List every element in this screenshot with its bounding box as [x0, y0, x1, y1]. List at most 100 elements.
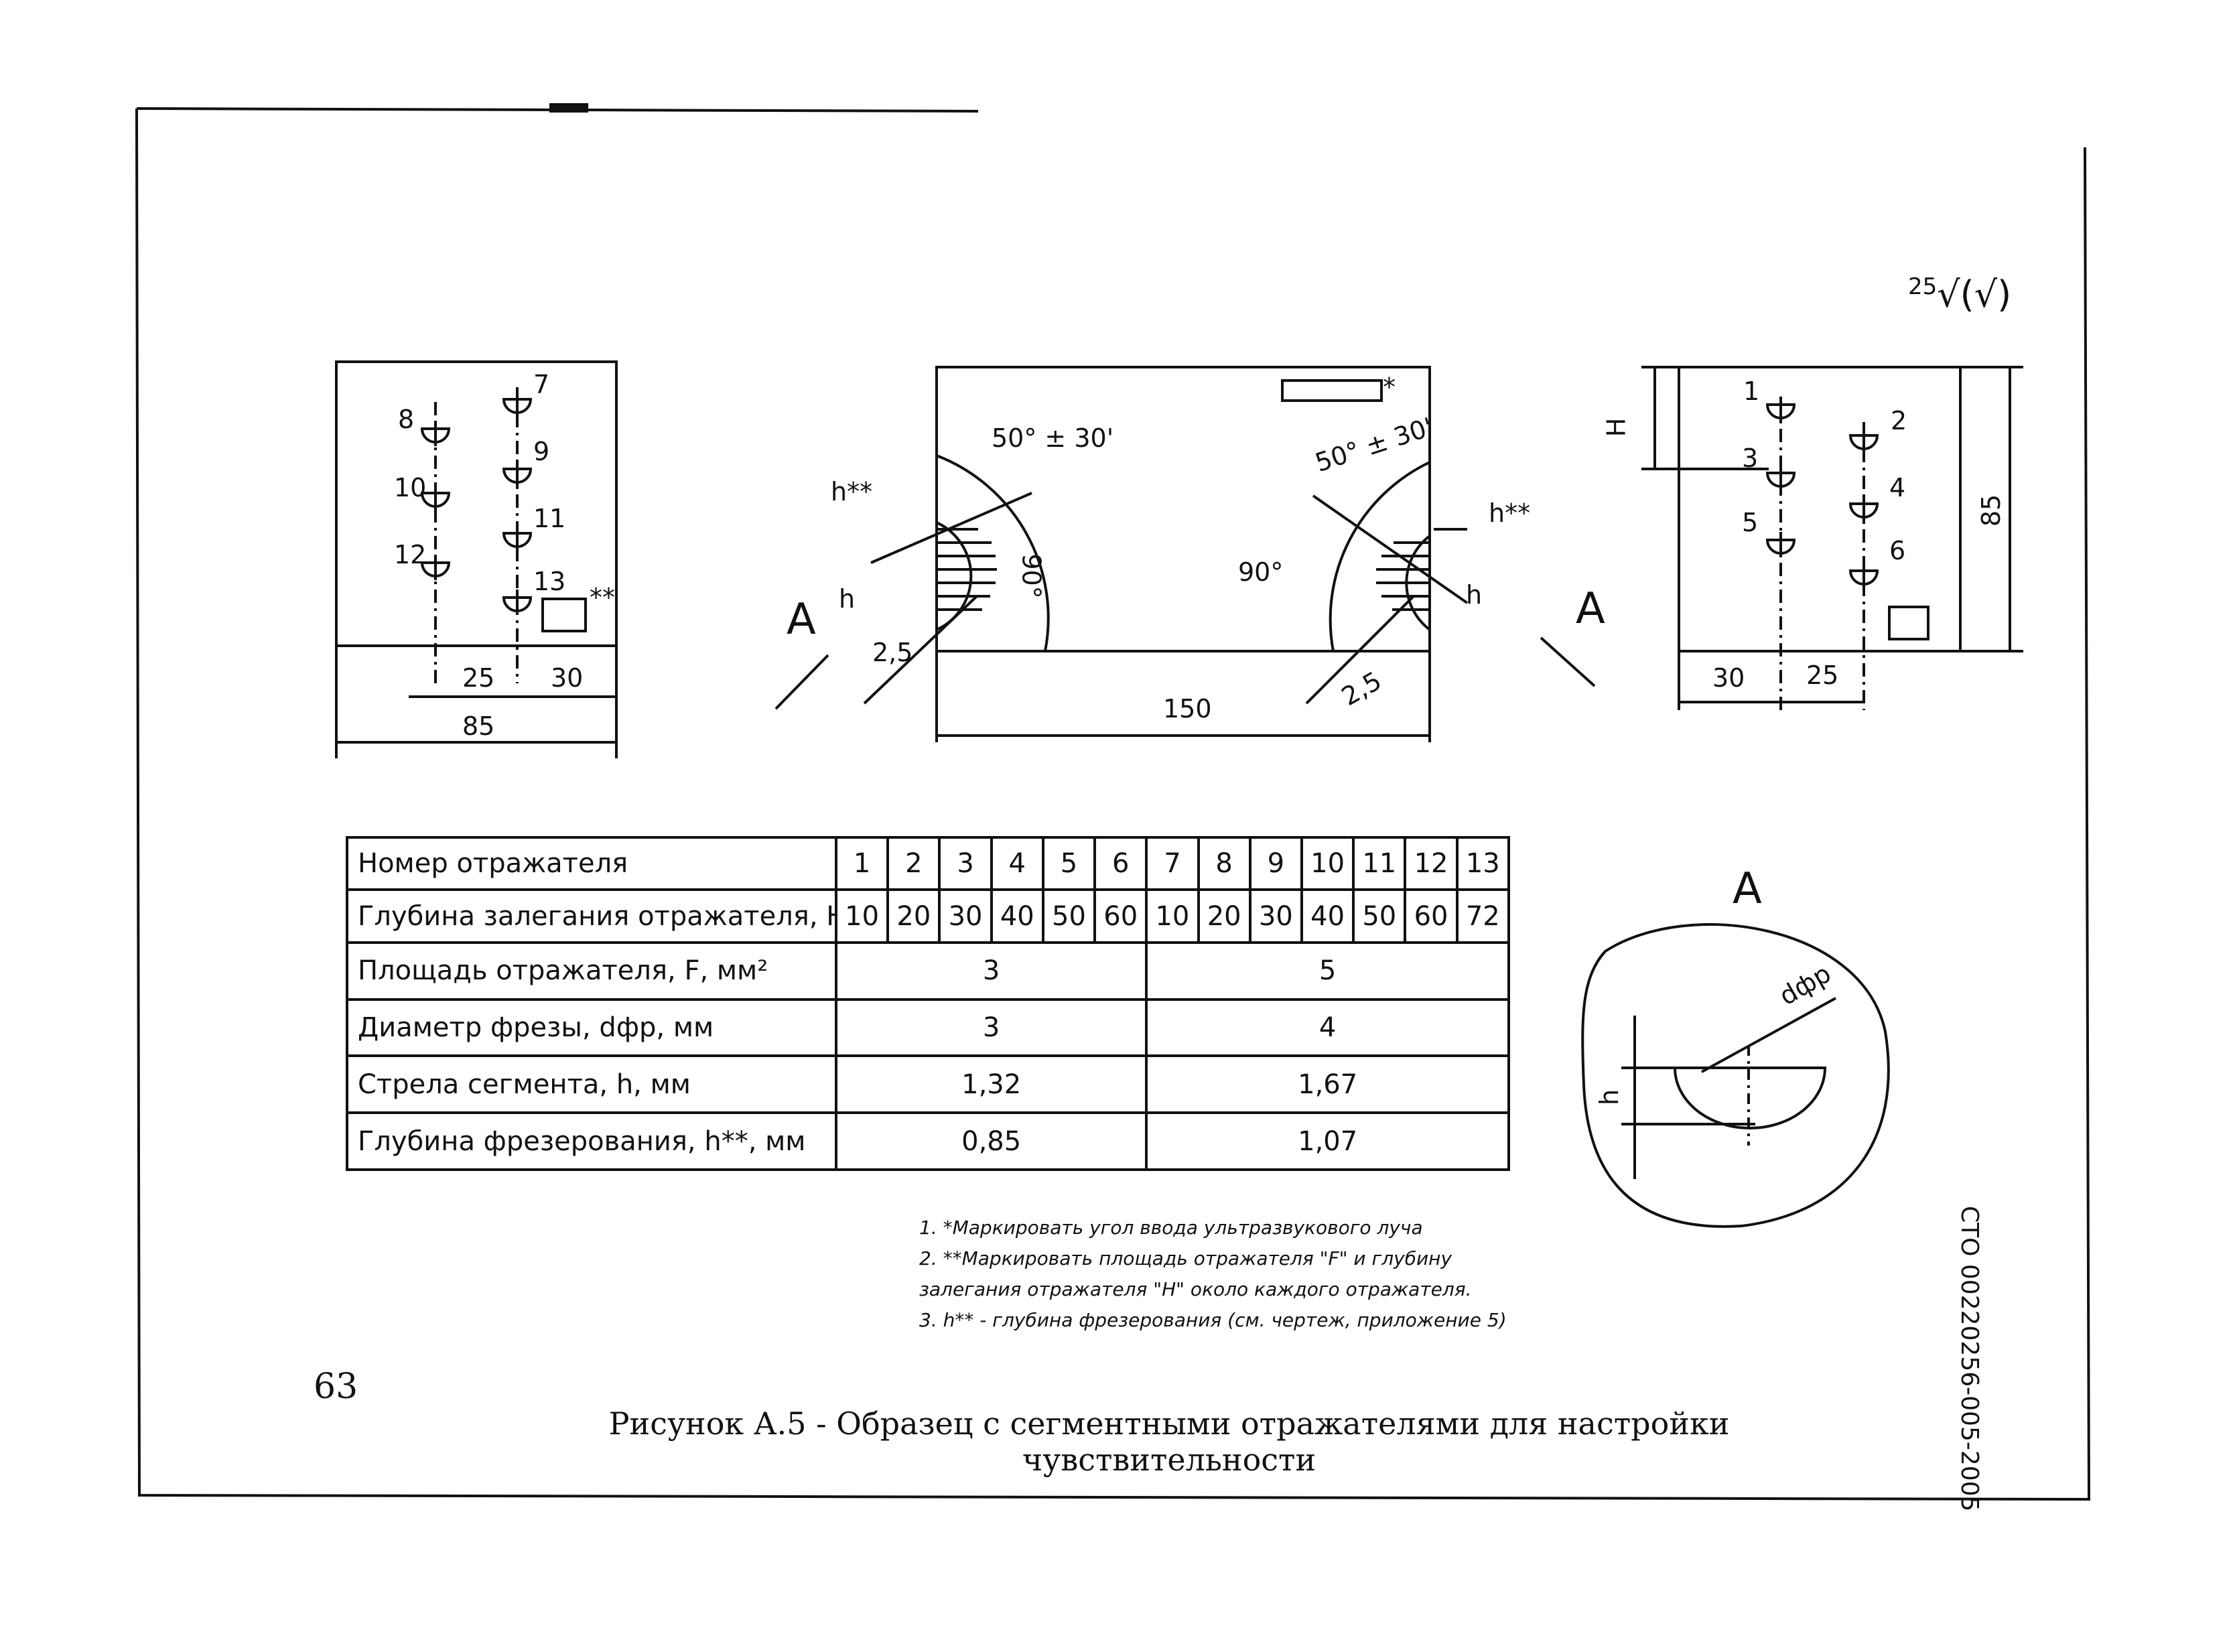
table-cell: 10	[834, 888, 890, 944]
table-cell: 1,07	[1145, 1111, 1510, 1171]
table-cell: 7	[1145, 835, 1200, 892]
table-cell: 5	[1041, 835, 1097, 892]
table-row-label: Номер отражателя	[346, 835, 837, 892]
roughness-mark: 25√(√)	[1908, 273, 2011, 316]
table-cell: 10	[1300, 835, 1355, 892]
note-line: 2. **Маркировать площадь отражателя "F" …	[919, 1247, 1452, 1269]
detail-a	[1581, 923, 1890, 1228]
table-cell: 60	[1404, 888, 1459, 944]
table-row-label: Стрела сегмента, h, мм	[346, 1054, 837, 1115]
angle-90-left: 90°	[1016, 553, 1046, 599]
table-cell: 12	[1404, 835, 1459, 892]
reflector-label-1: 1	[1743, 376, 1760, 406]
reflector-label-3: 3	[1742, 443, 1759, 473]
reflector-label-9: 9	[533, 437, 550, 466]
table-cell: 13	[1455, 835, 1511, 892]
angle-90-right: 90°	[1238, 557, 1284, 587]
reflector-label-7: 7	[533, 370, 550, 399]
detail-diameter: dфр	[1774, 958, 1836, 1012]
table-cell: 10	[1145, 888, 1200, 944]
dim-30: 30	[551, 663, 584, 693]
view-letter-right: A	[1576, 584, 1605, 634]
table-row-label: Глубина фрезерования, h**, мм	[346, 1111, 837, 1171]
reflector-label-11: 11	[533, 504, 566, 533]
table-cell: 20	[886, 888, 941, 944]
dim-25: 25	[462, 663, 495, 693]
table-cell: 6	[1093, 835, 1148, 892]
table-cell: 3	[834, 997, 1148, 1058]
right-view	[1641, 366, 2023, 710]
table-cell: 1	[834, 835, 890, 892]
double-star-mark: **	[590, 583, 615, 612]
note-line: залегания отражателя "Н" около каждого о…	[919, 1278, 1472, 1300]
view-letter-left: A	[787, 595, 816, 644]
table-cell: 30	[938, 888, 993, 944]
table-cell: 5	[1145, 941, 1510, 1001]
table-cell: 4	[990, 835, 1044, 892]
table-cell: 60	[1093, 888, 1148, 944]
table-cell: 1,67	[1145, 1054, 1510, 1115]
detail-letter: A	[1733, 864, 1762, 914]
table-row-label: Глубина залегания отражателя, Н, мм	[346, 888, 837, 944]
note-line: 3. h** - глубина фрезерования (см. черте…	[919, 1309, 1507, 1331]
center-view	[774, 366, 1596, 742]
offset-left: 2,5	[872, 638, 913, 667]
page-number: 63	[314, 1367, 358, 1407]
angle-left: 50° ± 30'	[992, 423, 1114, 453]
table-cell: 50	[1041, 888, 1097, 944]
roughness-value: 25	[1908, 273, 1938, 300]
table-cell: 3	[938, 835, 993, 892]
dim-30-right: 30	[1712, 663, 1745, 693]
table-row: Диаметр фрезы, dфр, мм 3 4	[346, 997, 1510, 1058]
h-double-star-left: h**	[831, 477, 873, 506]
table-cell: 8	[1197, 835, 1251, 892]
table-cell: 40	[990, 888, 1044, 944]
h-double-star-right: h**	[1489, 498, 1531, 528]
reflector-label-10: 10	[394, 473, 427, 502]
depth-H: H	[1601, 417, 1631, 437]
dim-150: 150	[1163, 694, 1212, 724]
table-row-label: Диаметр фрезы, dфр, мм	[346, 997, 837, 1058]
document-code: СТО 00220256-005-2005	[1956, 1206, 1983, 1512]
reflector-label-5: 5	[1742, 508, 1759, 537]
table-cell: 40	[1300, 888, 1355, 944]
h-left: h	[839, 584, 856, 614]
single-star-mark: *	[1383, 372, 1396, 402]
table-row: Глубина фрезерования, h**, мм 0,85 1,07	[346, 1111, 1510, 1171]
table-cell: 20	[1197, 888, 1251, 944]
notes: 1. *Маркировать угол ввода ультразвуково…	[919, 1213, 1522, 1336]
reflector-label-8: 8	[398, 405, 415, 434]
reflector-label-13: 13	[533, 567, 566, 596]
reflector-label-4: 4	[1889, 473, 1906, 502]
table-row: Площадь отражателя, F, мм² 3 5	[346, 941, 1510, 1001]
roughness-symbol: √(√)	[1937, 273, 2012, 316]
figure-caption: Рисунок А.5 - Образец с сегментными отра…	[608, 1405, 1730, 1478]
table-cell: 50	[1352, 888, 1407, 944]
table-cell: 1,32	[834, 1054, 1148, 1115]
reflector-label-12: 12	[394, 540, 427, 569]
table-cell: 0,85	[834, 1111, 1148, 1171]
table-cell: 9	[1248, 835, 1303, 892]
note-line: 1. *Маркировать угол ввода ультразвуково…	[919, 1217, 1423, 1239]
dim-85-right: 85	[1976, 494, 2007, 527]
angle-right: 50° ± 30'	[1311, 411, 1437, 478]
table-cell: 72	[1455, 888, 1511, 944]
reflector-table: Номер отражателя 1 2 3 4 5 6 7 8 9 10 11…	[346, 835, 1511, 1171]
table-row: Глубина залегания отражателя, Н, мм 10 2…	[346, 888, 1511, 944]
h-right: h	[1466, 580, 1483, 610]
table-cell: 3	[834, 941, 1148, 1001]
table-cell: 4	[1145, 997, 1510, 1058]
table-row: Номер отражателя 1 2 3 4 5 6 7 8 9 10 11…	[346, 835, 1511, 892]
table-cell: 11	[1352, 835, 1407, 892]
dim-25-right: 25	[1806, 661, 1839, 690]
detail-h: h	[1595, 1089, 1625, 1106]
table-cell: 2	[886, 835, 941, 892]
offset-right: 2,5	[1337, 665, 1387, 712]
reflector-label-6: 6	[1889, 536, 1906, 565]
dim-85: 85	[462, 711, 495, 741]
left-view	[335, 360, 618, 758]
reflector-label-2: 2	[1891, 406, 1907, 435]
table-row: Стрела сегмента, h, мм 1,32 1,67	[346, 1054, 1510, 1115]
